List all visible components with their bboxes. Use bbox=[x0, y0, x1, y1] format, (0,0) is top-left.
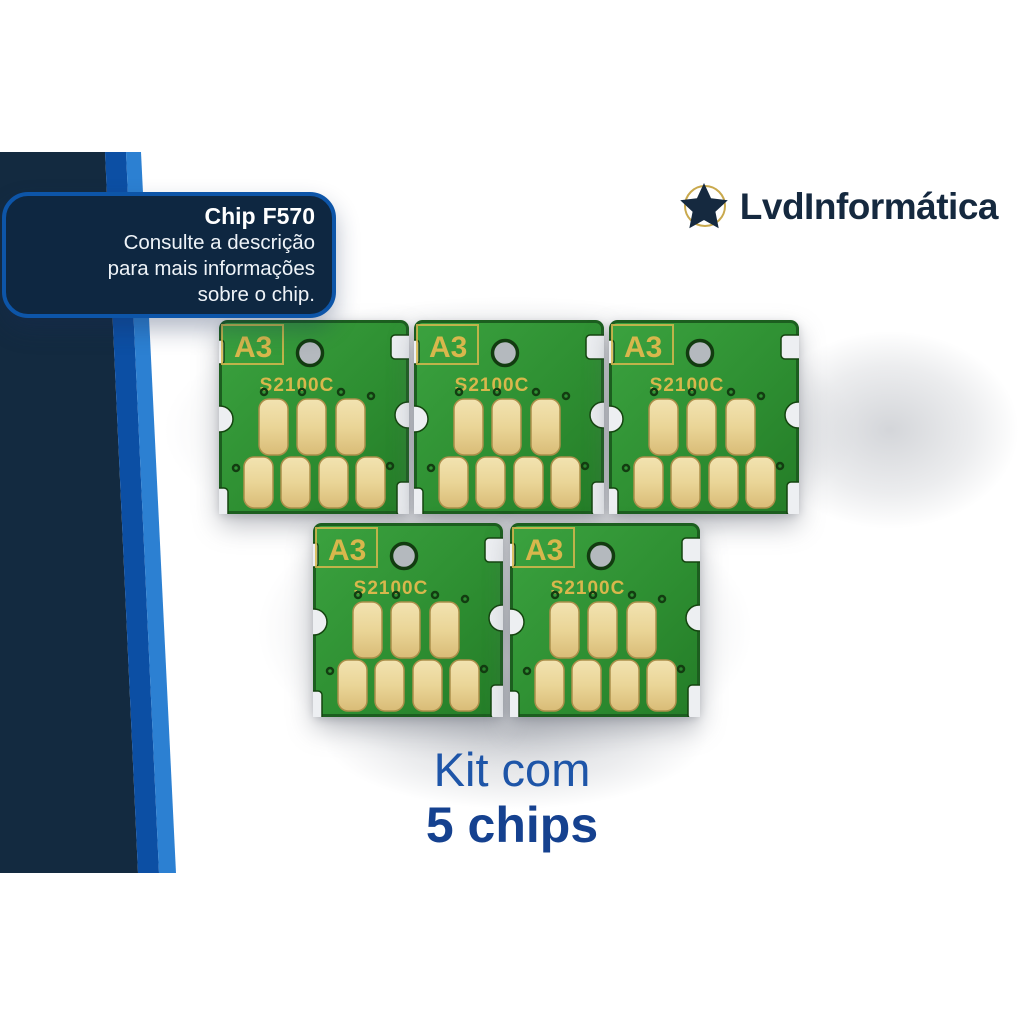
printer-chip-photo: A3 S2100C bbox=[313, 523, 503, 717]
kit-caption: Kit com 5 chips bbox=[426, 746, 598, 850]
printer-chip-photo: A3 S2100C bbox=[414, 320, 604, 514]
band-navy-stripe bbox=[0, 152, 138, 873]
badge-description-line: Consulte a descrição bbox=[123, 231, 315, 254]
edge-notches bbox=[609, 334, 799, 514]
marking-outline-box bbox=[315, 527, 378, 568]
marking-outline-box bbox=[512, 527, 575, 568]
chip-marking-model: S2100C bbox=[260, 375, 335, 396]
printer-chip-photo: A3 S2100C bbox=[609, 320, 799, 514]
brand-name: LvdInformática bbox=[739, 186, 999, 227]
marking-outline-box bbox=[611, 324, 674, 365]
star-shape bbox=[680, 183, 728, 229]
gold-contact-pads bbox=[534, 601, 677, 712]
via-dots bbox=[522, 590, 686, 676]
printer-chip: A3 S2100C bbox=[313, 523, 503, 717]
printer-chip: A3 S2100C bbox=[510, 523, 700, 717]
mounting-hole bbox=[586, 541, 616, 571]
via-dots bbox=[325, 590, 489, 676]
mounting-hole bbox=[685, 338, 715, 368]
printer-chip: A3 S2100C bbox=[414, 320, 604, 514]
chip-marking-a3: A3 bbox=[328, 534, 366, 567]
band-medium-blue-stripe bbox=[105, 152, 159, 873]
chip-marking-a3: A3 bbox=[234, 331, 272, 364]
printer-chip: A3 S2100C bbox=[219, 320, 409, 514]
badge-description-line: para mais informações bbox=[107, 257, 315, 280]
kit-caption-line2: 5 chips bbox=[425, 797, 599, 853]
band-light-blue-stripe bbox=[126, 152, 176, 873]
marking-outline-box bbox=[221, 324, 284, 365]
gold-contact-pads bbox=[243, 398, 386, 509]
mounting-hole bbox=[389, 541, 419, 571]
chip-marking-model: S2100C bbox=[354, 578, 429, 599]
badge-title-model: F570 bbox=[262, 203, 315, 229]
brand-logo: LvdInformática bbox=[677, 182, 999, 232]
gold-contact-pads bbox=[438, 398, 581, 509]
gold-contact-pads bbox=[633, 398, 776, 509]
star-icon bbox=[680, 183, 728, 229]
badge-description-line: sobre o chip. bbox=[197, 283, 315, 306]
edge-notches bbox=[219, 334, 409, 514]
badge-title-product: Chip bbox=[204, 203, 256, 229]
edge-notches bbox=[414, 334, 604, 514]
left-accent-band bbox=[0, 152, 176, 873]
chip-marking-a3: A3 bbox=[429, 331, 467, 364]
chip-marking-model: S2100C bbox=[650, 375, 725, 396]
chip-marking-model: S2100C bbox=[551, 578, 626, 599]
chip-marking-model: S2100C bbox=[455, 375, 530, 396]
mounting-hole bbox=[295, 338, 325, 368]
chip-marking-a3: A3 bbox=[525, 534, 563, 567]
edge-notches bbox=[510, 537, 700, 717]
chip-marking-a3: A3 bbox=[624, 331, 662, 364]
via-dots bbox=[426, 387, 590, 473]
gold-contact-pads bbox=[337, 601, 480, 712]
via-dots bbox=[621, 387, 785, 473]
via-dots bbox=[231, 387, 395, 473]
kit-caption-line1: Kit com bbox=[433, 743, 591, 796]
chip-shadow-blob bbox=[760, 330, 1020, 530]
printer-chip-photo: A3 S2100C bbox=[510, 523, 700, 717]
marking-outline-box bbox=[416, 324, 479, 365]
printer-chip: A3 S2100C bbox=[609, 320, 799, 514]
mounting-hole bbox=[490, 338, 520, 368]
printer-chip-photo: A3 S2100C bbox=[219, 320, 409, 514]
